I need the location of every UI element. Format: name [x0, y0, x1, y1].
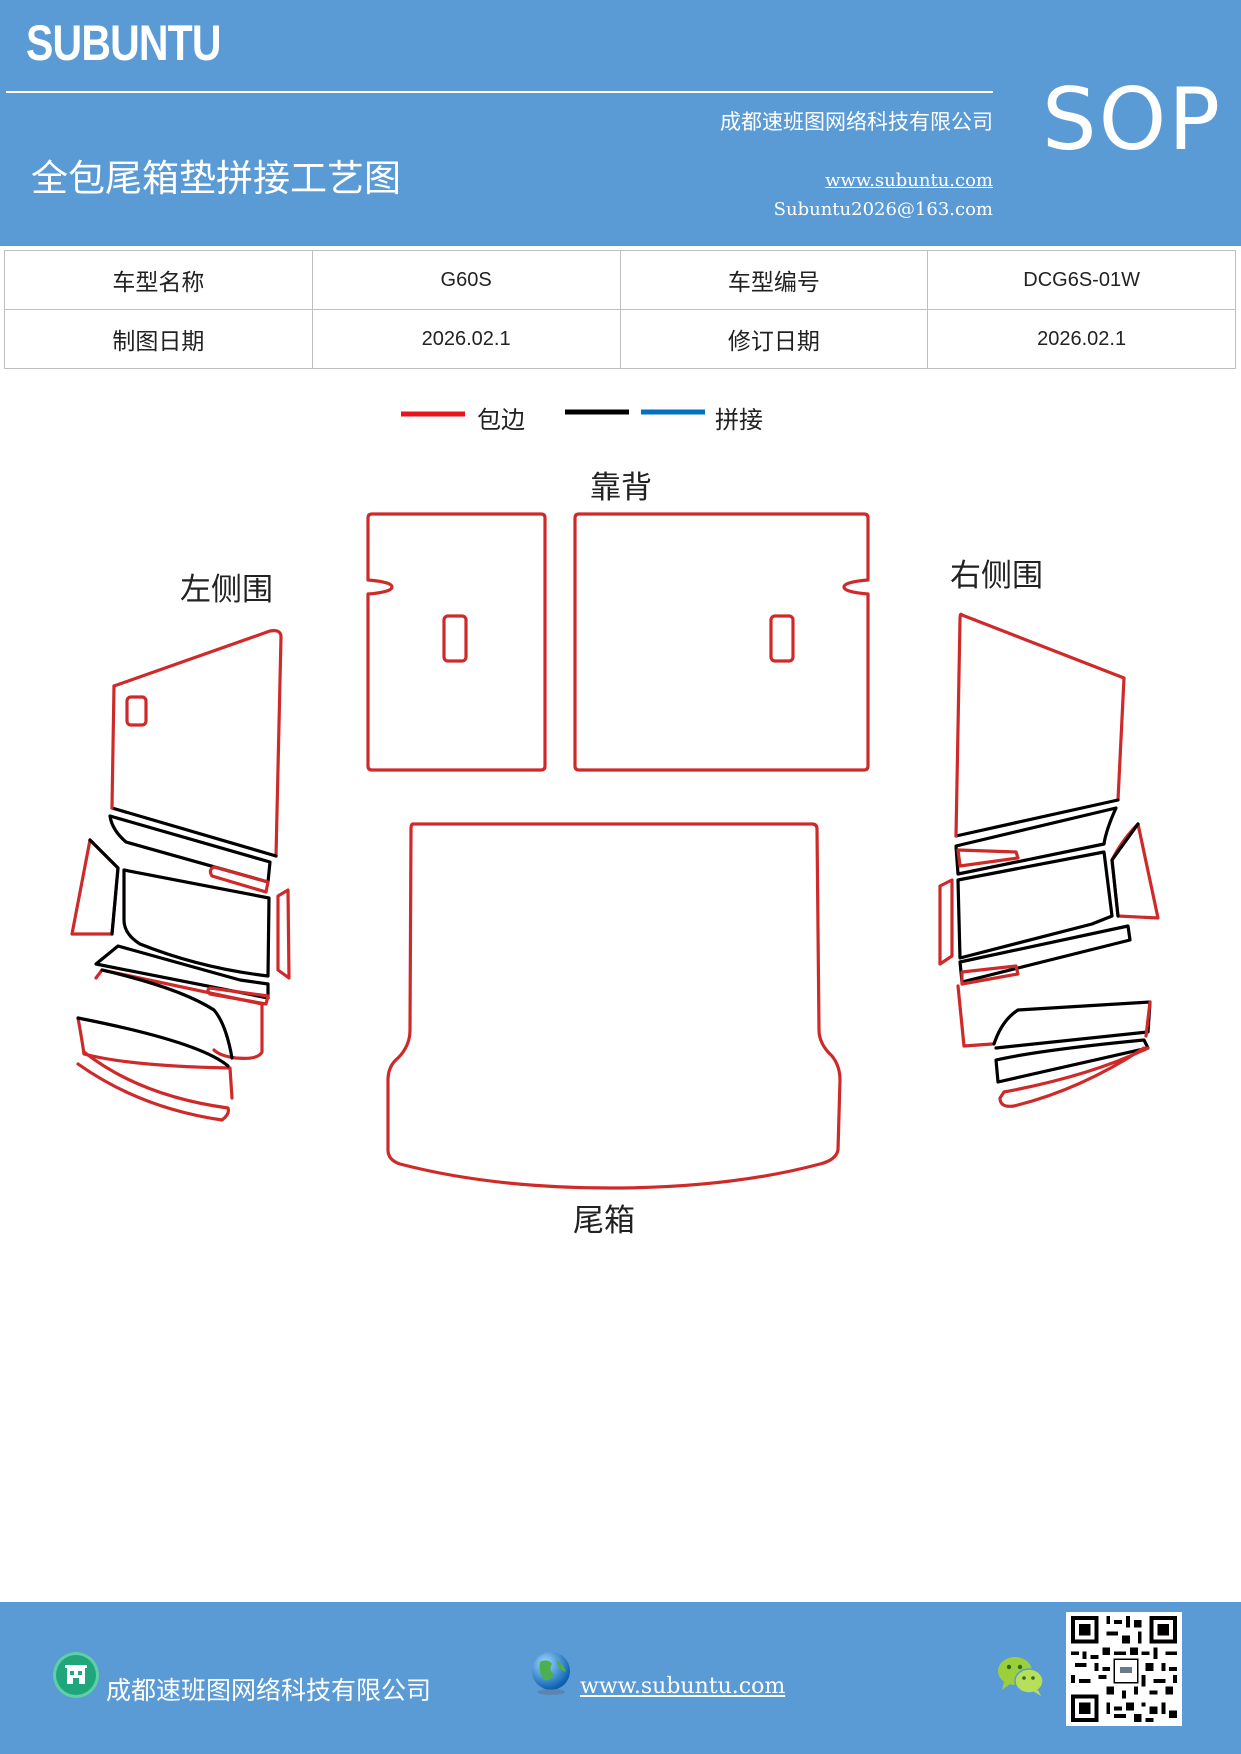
- table-row: 车型名称 G60S 车型编号 DCG6S-01W: [4, 250, 1236, 310]
- backrest-right-slot: [769, 614, 795, 663]
- header-divider: [6, 91, 993, 93]
- footer-company-name: 成都速班图网络科技有限公司: [106, 1676, 432, 1705]
- legend-edge-label: 包边: [477, 406, 525, 434]
- info-table: 车型名称 G60S 车型编号 DCG6S-01W 制图日期 2026.02.1 …: [4, 250, 1236, 369]
- backrest-right-panel: [573, 512, 870, 772]
- trunk-floor-panel: [386, 822, 842, 1190]
- website-link[interactable]: www.subuntu.com: [825, 170, 993, 191]
- legend-splice-label: 拼接: [715, 406, 763, 434]
- sop-badge: SOP: [1042, 70, 1223, 170]
- backrest-left-slot: [442, 614, 468, 663]
- table-value: 2026.02.1: [927, 309, 1236, 369]
- legend: 包边 拼接: [401, 406, 763, 434]
- email-address: Subuntu2026@163.com: [773, 199, 993, 220]
- label-back: 靠背: [590, 470, 652, 506]
- globe-icon: [528, 1650, 574, 1696]
- splice-diagram: 包边 拼接 靠背 左侧围 右侧围 尾箱: [70, 406, 1160, 1239]
- table-value: 2026.02.1: [311, 309, 621, 369]
- table-row: 制图日期 2026.02.1 修订日期 2026.02.1: [4, 309, 1236, 369]
- backrest-left-panel: [366, 512, 547, 772]
- table-value: DCG6S-01W: [927, 250, 1236, 310]
- table-label: 制图日期: [4, 309, 313, 369]
- qr-code: [1066, 1612, 1182, 1726]
- label-trunk: 尾箱: [573, 1203, 635, 1239]
- right-side-trim: [938, 612, 1160, 1108]
- label-left-side: 左侧围: [180, 572, 273, 608]
- document-title: 全包尾箱垫拼接工艺图: [31, 157, 401, 200]
- table-label: 车型编号: [619, 250, 929, 310]
- wechat-icon[interactable]: [996, 1654, 1046, 1698]
- company-name: 成都速班图网络科技有限公司: [720, 110, 993, 134]
- table-label: 车型名称: [4, 250, 313, 310]
- page-header: SUBUNTU 成都速班图网络科技有限公司 全包尾箱垫拼接工艺图 www.sub…: [0, 0, 1241, 246]
- footer-website-link[interactable]: www.subuntu.com: [580, 1674, 786, 1699]
- brand-logo: SUBUNTU: [26, 15, 222, 71]
- table-label: 修订日期: [619, 309, 929, 369]
- label-right-side: 右侧围: [950, 558, 1043, 594]
- building-icon: [53, 1652, 99, 1698]
- page-footer: 成都速班图网络科技有限公司 www.subuntu.com: [0, 1602, 1241, 1754]
- table-value: G60S: [311, 250, 621, 310]
- left-side-trim: [70, 629, 291, 1122]
